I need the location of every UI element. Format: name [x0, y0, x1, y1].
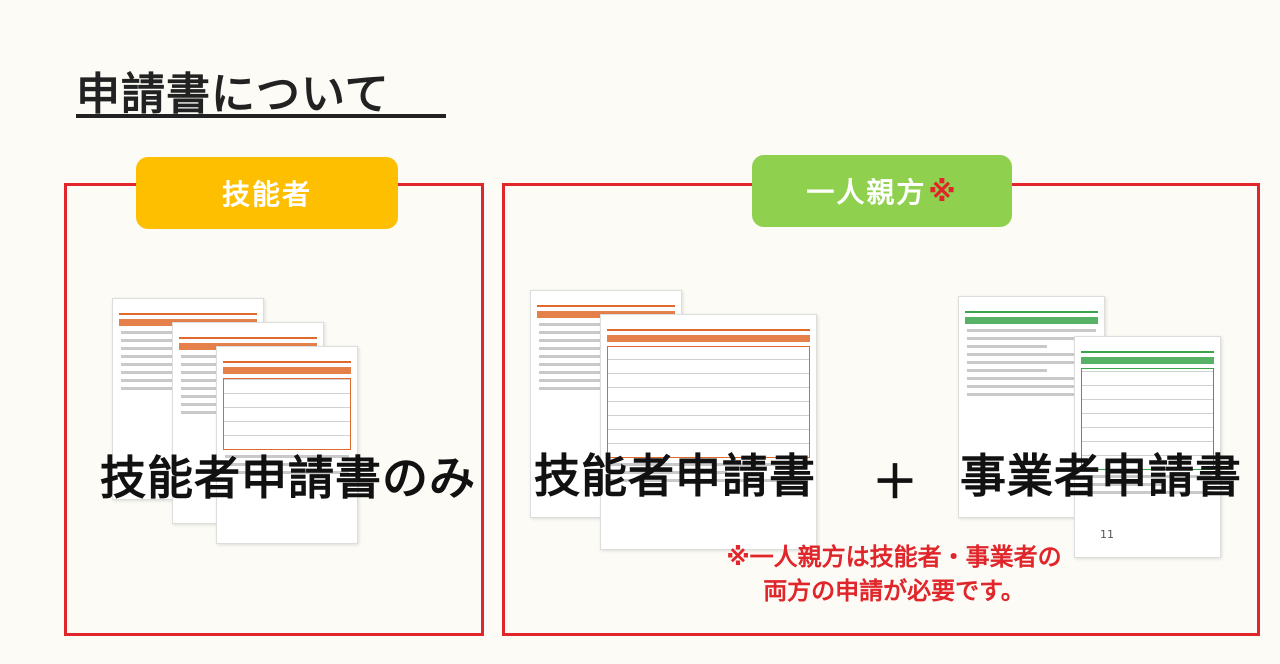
label-business-form: 事業者申請書: [960, 449, 1242, 503]
document-image: [600, 314, 817, 550]
title-underline: [76, 114, 446, 118]
tag-label: 技能者: [221, 178, 312, 211]
note-line: 両方の申請が必要です。: [763, 577, 1025, 605]
plus-sign: ＋: [872, 455, 918, 509]
page-number: 11: [1100, 528, 1114, 541]
asterisk-mark: ※: [928, 174, 958, 208]
document-image: [216, 346, 358, 544]
note-text: ※一人親方は技能者・事業者の 両方の申請が必要です。: [664, 540, 1124, 608]
page-title: 申請書について: [76, 69, 390, 120]
tag-skilled-worker: 技能者: [136, 157, 398, 229]
note-line: ※一人親方は技能者・事業者の: [726, 543, 1062, 571]
tag-sole-proprietor: 一人親方※: [752, 155, 1012, 227]
label-skilled-worker-only: 技能者申請書のみ: [100, 451, 476, 505]
label-skilled-worker-form: 技能者申請書: [534, 449, 816, 503]
document-image: [1074, 336, 1221, 558]
tag-label: 一人親方: [806, 176, 927, 209]
